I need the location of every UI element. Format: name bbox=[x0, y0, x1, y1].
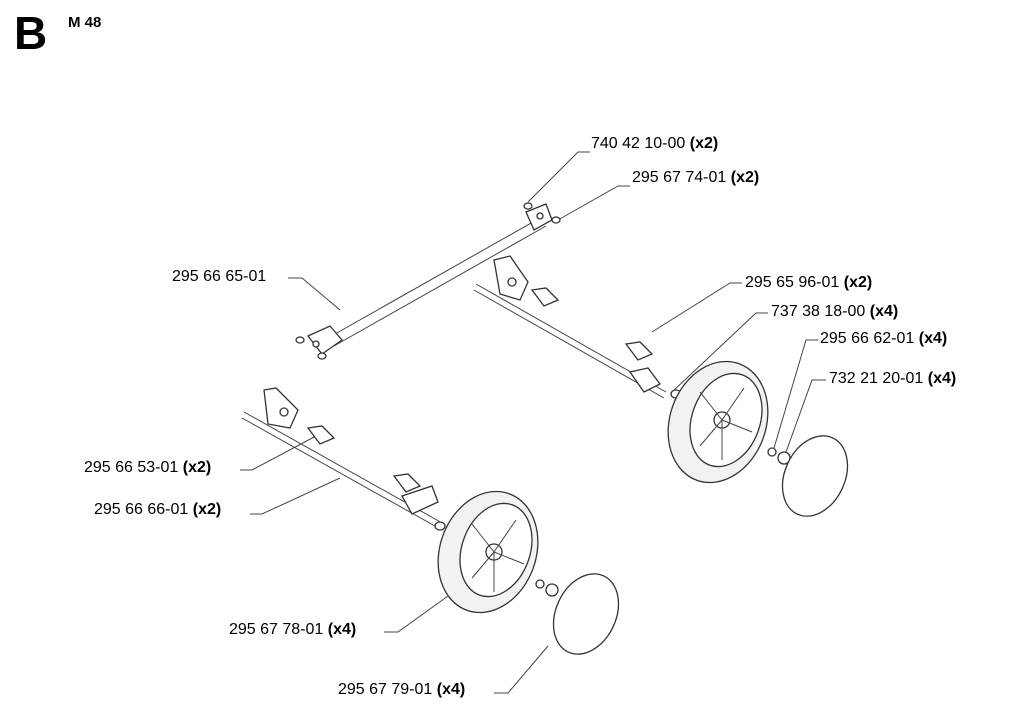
rear-hub-washer bbox=[767, 447, 777, 457]
front-height-bracket bbox=[263, 387, 299, 429]
rear-hub-cap bbox=[781, 435, 849, 517]
part-qty: (x2) bbox=[843, 274, 873, 291]
front-hub-parts bbox=[535, 573, 620, 655]
leader-295-67-74-01 bbox=[557, 185, 630, 221]
part-number: 295 65 96-01 bbox=[745, 274, 840, 291]
part-qty: (x2) bbox=[182, 459, 212, 476]
part-qty: (x4) bbox=[436, 681, 466, 698]
part-label-295-67-79-01: 295 67 79-01 (x4) bbox=[338, 680, 465, 700]
rear-bushing-left bbox=[530, 287, 560, 307]
leader-737-38-18-00 bbox=[671, 312, 768, 393]
washer-right-1 bbox=[523, 202, 533, 210]
part-label-295-67-78-01: 295 67 78-01 (x4) bbox=[229, 620, 356, 640]
part-number: 740 42 10-00 bbox=[591, 135, 686, 152]
rear-axle-assembly bbox=[473, 255, 682, 399]
part-number: 295 67 78-01 bbox=[229, 621, 324, 638]
part-number: 295 66 66-01 bbox=[94, 501, 189, 518]
leader-295-66-62-01 bbox=[773, 339, 818, 449]
leader-732-21-20-01 bbox=[785, 379, 826, 453]
front-hub-washer bbox=[535, 579, 545, 589]
section-letter: B bbox=[14, 7, 48, 59]
part-qty: (x2) bbox=[192, 501, 222, 518]
part-number: 295 67 74-01 bbox=[632, 169, 727, 186]
leader-295-66-66-01 bbox=[250, 477, 341, 515]
leader-295-67-78-01 bbox=[384, 595, 449, 633]
part-number: 295 67 79-01 bbox=[338, 681, 433, 698]
front-washer bbox=[434, 521, 446, 531]
leader-295-65-96-01 bbox=[651, 282, 742, 333]
handle-tube-end-left bbox=[306, 325, 343, 355]
part-number: 732 21 20-01 bbox=[829, 370, 924, 387]
leader-740-42-10-00 bbox=[527, 151, 590, 203]
front-bushing-right bbox=[392, 473, 422, 493]
part-qty: (x4) bbox=[927, 370, 957, 387]
part-number: 295 66 65-01 bbox=[172, 268, 267, 285]
part-label-737-38-18-00: 737 38 18-00 (x4) bbox=[771, 302, 898, 322]
front-axle-assembly bbox=[241, 387, 446, 531]
part-label-295-66-53-01: 295 66 53-01 (x2) bbox=[84, 458, 211, 478]
part-label-295-66-62-01: 295 66 62-01 (x4) bbox=[820, 329, 947, 349]
part-label-732-21-20-01: 732 21 20-01 (x4) bbox=[829, 369, 956, 389]
part-number: 295 66 53-01 bbox=[84, 459, 179, 476]
front-axle-bracket bbox=[401, 485, 439, 515]
part-number: 295 66 62-01 bbox=[820, 330, 915, 347]
front-hub-cap bbox=[552, 573, 620, 655]
rear-wheel bbox=[667, 360, 769, 484]
part-qty: (x4) bbox=[327, 621, 357, 638]
washer-left-2 bbox=[317, 352, 327, 360]
washer-right-2 bbox=[551, 216, 561, 224]
rear-bushing-right bbox=[624, 341, 654, 361]
part-number: 737 38 18-00 bbox=[771, 303, 866, 320]
leader-295-67-79-01 bbox=[494, 645, 549, 694]
rear-hub-parts bbox=[767, 435, 849, 517]
part-label-295-66-66-01: 295 66 66-01 (x2) bbox=[94, 500, 221, 520]
rear-axle-bracket bbox=[628, 367, 661, 393]
handle-tube bbox=[295, 202, 561, 360]
part-label-295-67-74-01: 295 67 74-01 (x2) bbox=[632, 168, 759, 188]
leader-295-66-65-01 bbox=[288, 277, 341, 311]
front-bushing-left bbox=[306, 425, 336, 445]
part-label-295-65-96-01: 295 65 96-01 (x2) bbox=[745, 273, 872, 293]
part-label-740-42-10-00: 740 42 10-00 (x2) bbox=[591, 134, 718, 154]
part-qty: (x4) bbox=[869, 303, 899, 320]
model-label: M 48 bbox=[68, 14, 102, 31]
part-qty: (x2) bbox=[730, 169, 760, 186]
washer-left-1 bbox=[295, 336, 305, 344]
part-qty: (x2) bbox=[689, 135, 719, 152]
front-hub-nut bbox=[545, 583, 559, 597]
front-wheel bbox=[437, 490, 539, 614]
part-qty: (x4) bbox=[918, 330, 948, 347]
part-label-295-66-65-01: 295 66 65-01 bbox=[172, 267, 266, 287]
